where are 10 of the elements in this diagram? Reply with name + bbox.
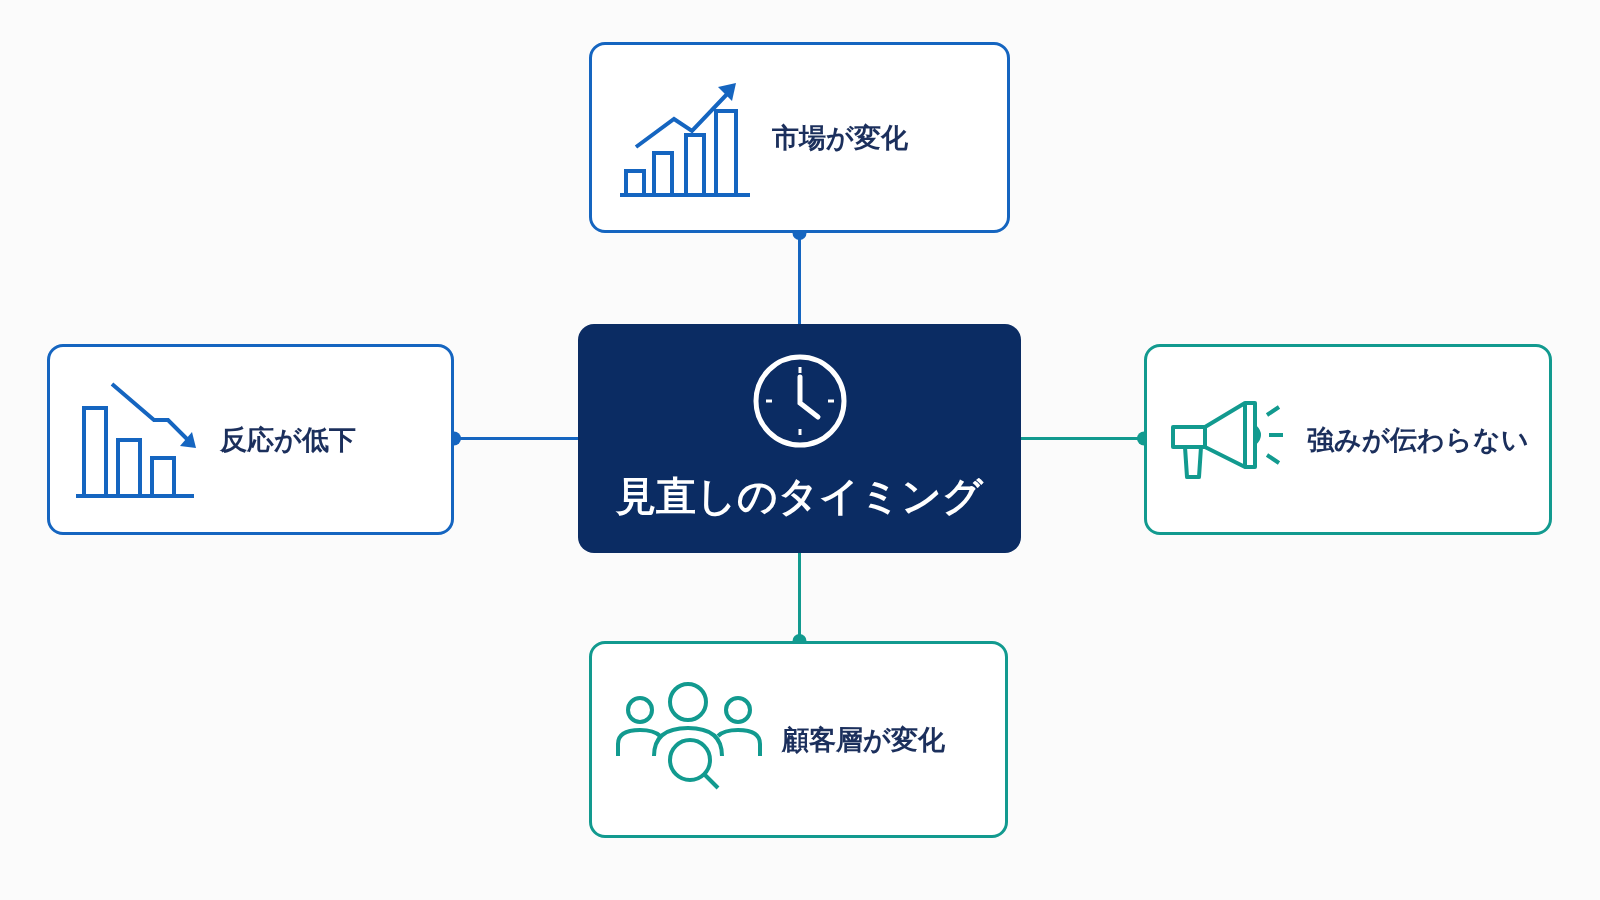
topic-box <box>47 344 454 535</box>
topic-box <box>589 42 1010 233</box>
topic-box <box>589 641 1008 838</box>
topic-label: 市場が変化 <box>772 120 908 155</box>
topic-label: 強みが伝わらない <box>1307 422 1529 457</box>
central-topic-box <box>578 324 1021 553</box>
topic-box <box>1144 344 1552 535</box>
topic-label: 反応が低下 <box>220 422 356 457</box>
topic-label: 顧客層が変化 <box>782 722 945 757</box>
central-title: 見直しのタイミング <box>616 472 983 521</box>
